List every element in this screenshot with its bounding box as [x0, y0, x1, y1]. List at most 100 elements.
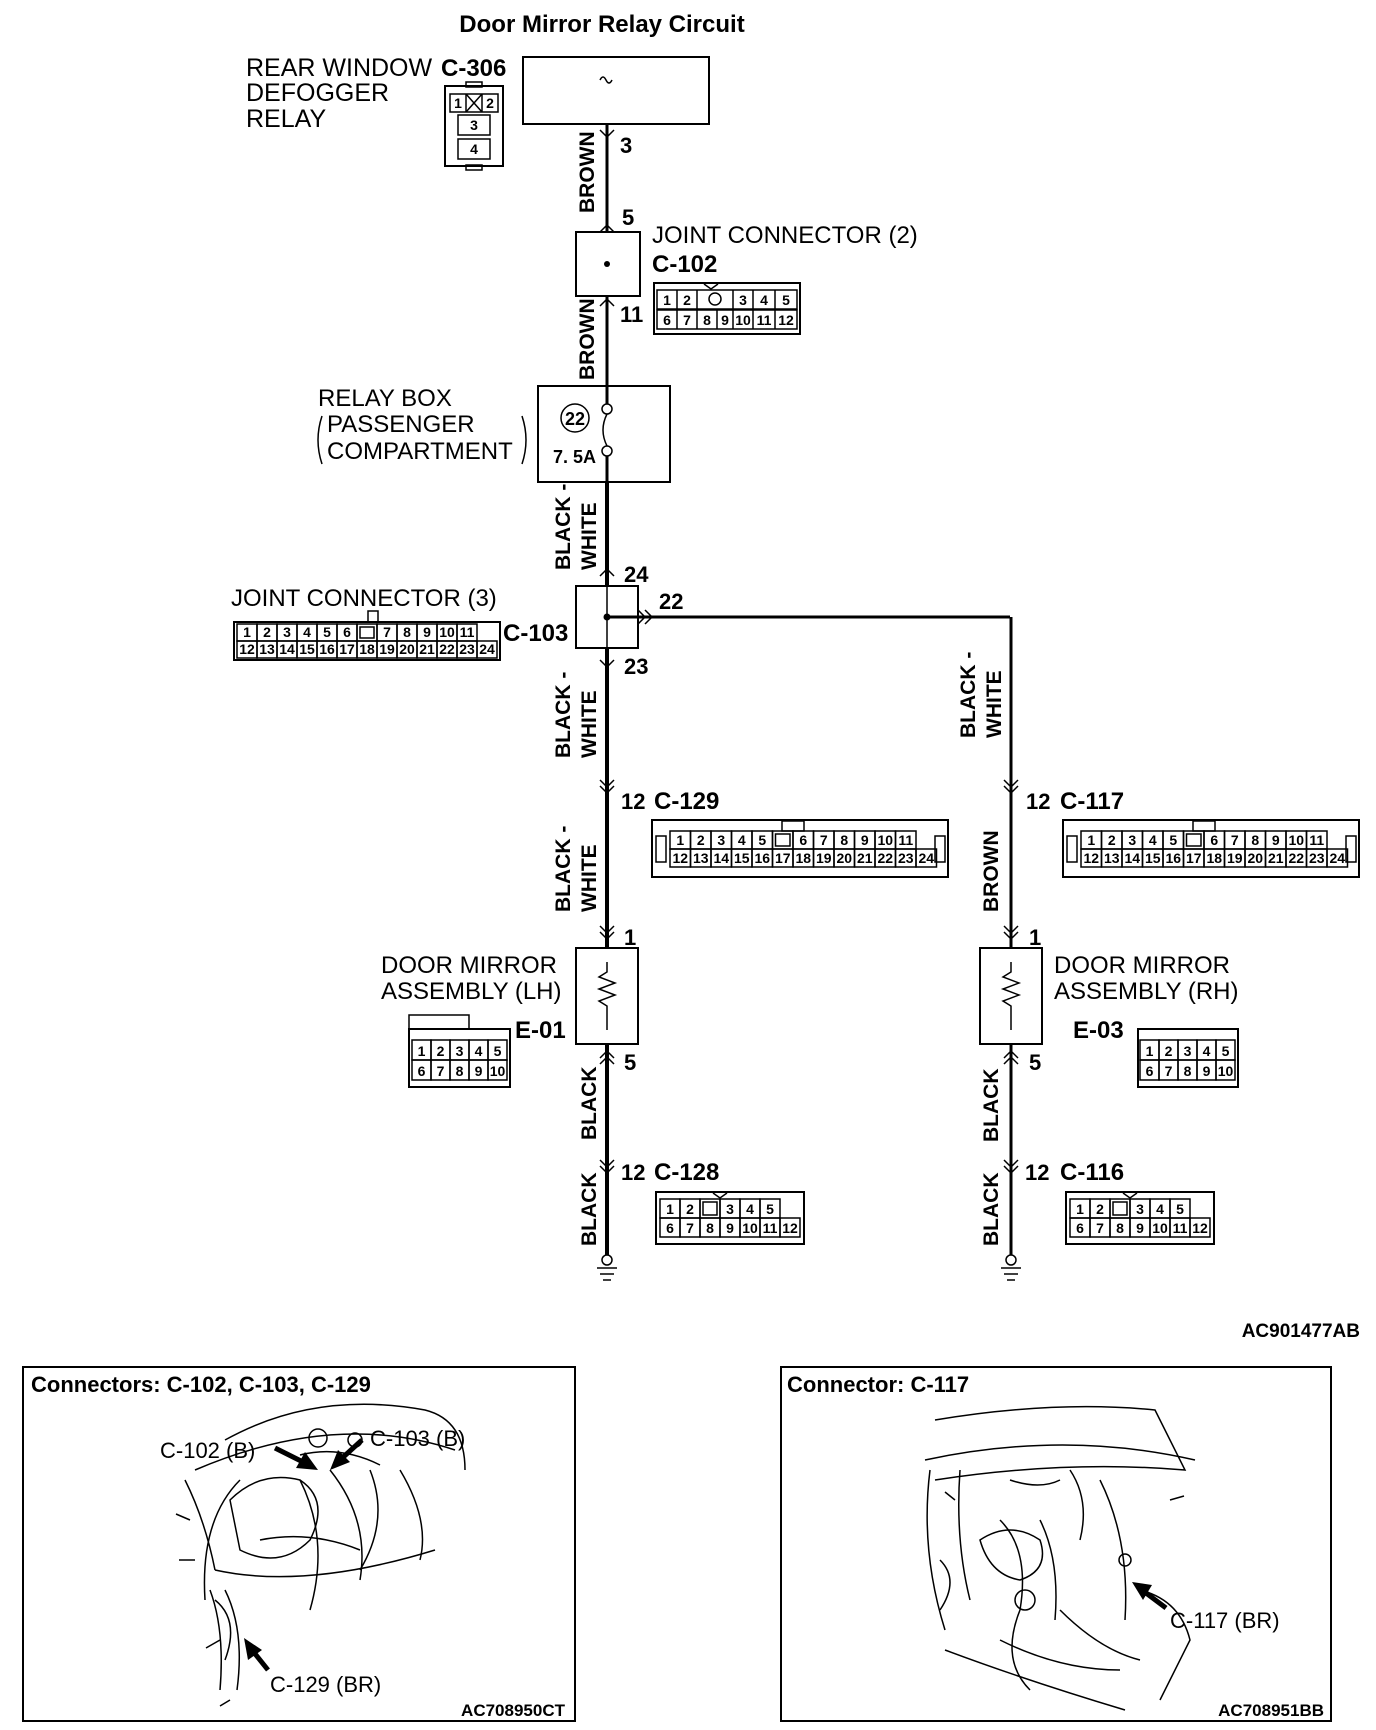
c117-connector-id: C-117 — [1060, 788, 1124, 815]
joint-connector-2: 5 11 JOINT CONNECTOR (2) C-102 1 2 3 4 5… — [575, 205, 918, 335]
e03-pin-number: 8 — [1184, 1063, 1192, 1079]
e01-pin-number: 2 — [437, 1043, 445, 1059]
e01-pin-number: 9 — [475, 1063, 483, 1079]
ground-symbol-left — [597, 1254, 617, 1281]
c116-pin-number: 12 — [1192, 1220, 1208, 1236]
c116-pin-number: 10 — [1152, 1220, 1168, 1236]
c129-key-slot — [774, 833, 791, 847]
c103-pin-number: 19 — [379, 641, 395, 657]
e03-pin-number: 1 — [1146, 1043, 1154, 1059]
c103-pin-number: 12 — [239, 641, 255, 657]
c117-pin-number: 13 — [1104, 850, 1120, 866]
c129-pin-number: 11 — [898, 832, 913, 848]
panel-right-title: Connector: C-117 — [787, 1372, 969, 1397]
c129-pin-number: 12 — [672, 850, 688, 866]
c117-pin-number: 20 — [1247, 850, 1263, 866]
c103-pin-number: 18 — [359, 641, 375, 657]
arrow-icon-c103 — [330, 1438, 364, 1470]
wire-color-black-white-2b: WHITE — [578, 690, 601, 758]
label-c103: C-103 (B) — [370, 1426, 465, 1451]
c129-pin-number: 6 — [799, 832, 807, 848]
right-wire-terminal-marks — [1003, 779, 1019, 1175]
c103-pin-in: 24 — [624, 562, 649, 587]
e01-pin-number: 10 — [490, 1063, 506, 1079]
relay-pin-2: 2 — [486, 95, 494, 111]
relay-out-pin: 3 — [620, 133, 632, 158]
connector-location-panel-right: Connector: C-117 C-117 (BR) AC708951BB — [780, 1366, 1332, 1722]
c103-pin-number: 4 — [303, 624, 311, 640]
relay-pin-4: 4 — [470, 141, 478, 157]
panel-left-image-id: AC708950CT — [461, 1701, 566, 1720]
c102-cell: 6 — [663, 312, 671, 328]
c103-pin-number: 20 — [399, 641, 415, 657]
c117-key-slot — [1185, 833, 1202, 847]
wire-color-black-1: BLACK — [578, 1067, 601, 1141]
c128-pin-number: 10 — [742, 1220, 758, 1236]
c129-pin-number: 10 — [877, 832, 893, 848]
e03-pin-number: 6 — [1146, 1063, 1154, 1079]
c129-cell-frame — [915, 848, 938, 868]
c117-pin-number: 24 — [1329, 850, 1345, 866]
c129-pin-number: 7 — [820, 832, 828, 848]
c103-pin-number: 16 — [319, 641, 335, 657]
c103-pin-number: 2 — [263, 624, 271, 640]
c117-pin-number: 5 — [1169, 832, 1177, 848]
diagram-id: AC901477AB — [1242, 1321, 1360, 1342]
dashboard-illustration-left — [175, 1403, 466, 1707]
c103-pin-number: 24 — [479, 641, 495, 657]
c117-pin-number: 21 — [1268, 850, 1284, 866]
c129-pin-number: 24 — [918, 850, 934, 866]
mirror-lh-name1: DOOR MIRROR — [381, 952, 557, 979]
e01-pin-number: 8 — [456, 1063, 464, 1079]
mirror-rh-pin-top: 1 — [1029, 925, 1041, 950]
c102-connector-face: 1 2 3 4 5 6 7 8 9 10 11 12 — [653, 282, 801, 335]
c117-pin-number: 23 — [1309, 850, 1325, 866]
c128-pin: 12 — [621, 1160, 645, 1185]
e03-cell-frame — [1215, 1059, 1236, 1081]
c128-cell-frame — [779, 1217, 801, 1238]
panel-right-image-id: AC708951BB — [1218, 1701, 1324, 1720]
c117-pin-number: 19 — [1227, 850, 1243, 866]
c117-pin-number: 7 — [1231, 832, 1239, 848]
c116-pin-number: 7 — [1096, 1220, 1104, 1236]
mirror-rh-name1: DOOR MIRROR — [1054, 952, 1230, 979]
e01-pin-number: 5 — [494, 1043, 502, 1059]
rear-window-defogger-relay: REAR WINDOW DEFOGGER RELAY C-306 1 2 3 4… — [246, 54, 710, 171]
c116-pin-number: 2 — [1096, 1201, 1104, 1217]
c102-cell: 2 — [683, 292, 691, 308]
left-wire-terminal-marks — [599, 129, 615, 1175]
fuse-rating: 7. 5A — [553, 447, 596, 467]
relay-name-line2: DEFOGGER — [246, 79, 389, 107]
relay-connector-id: C-306 — [441, 55, 506, 82]
arrow-icon-c102 — [273, 1445, 318, 1470]
wire-color-right-black-white-a: BLACK - — [957, 652, 980, 738]
c102-cell: 4 — [760, 292, 768, 308]
c103-pin-right: 22 — [659, 589, 683, 614]
c128-pin-number: 8 — [706, 1220, 714, 1236]
c103-pin-number: 1 — [243, 624, 251, 640]
c117-pin-number: 15 — [1145, 850, 1161, 866]
connector-location-panel-left: Connectors: C-102, C-103, C-129 C-102 (B… — [22, 1366, 576, 1722]
c129-pin-number: 1 — [676, 832, 684, 848]
c128-connector-id: C-128 — [654, 1159, 719, 1186]
c103-pin-number: 14 — [279, 641, 295, 657]
c129-pin-number: 19 — [816, 850, 832, 866]
c102-cell: 1 — [663, 292, 671, 308]
relay-name-line1: REAR WINDOW — [246, 54, 433, 82]
relay-pin-3: 3 — [470, 117, 478, 133]
c103-cell-frame — [476, 640, 498, 659]
c129-pin-number: 3 — [717, 832, 725, 848]
c103-name: JOINT CONNECTOR (3) — [231, 585, 497, 612]
c117-pin-number: 9 — [1272, 832, 1280, 848]
c128-pin-number: 4 — [746, 1201, 754, 1217]
c117-pin-number: 18 — [1206, 850, 1222, 866]
c128-pin-number: 2 — [686, 1201, 694, 1217]
relay-name-line3: RELAY — [246, 105, 326, 133]
c116-pin-number: 5 — [1176, 1201, 1184, 1217]
c103-pin-number: 3 — [283, 624, 291, 640]
wire-color-black-white-2a: BLACK - — [552, 672, 575, 758]
